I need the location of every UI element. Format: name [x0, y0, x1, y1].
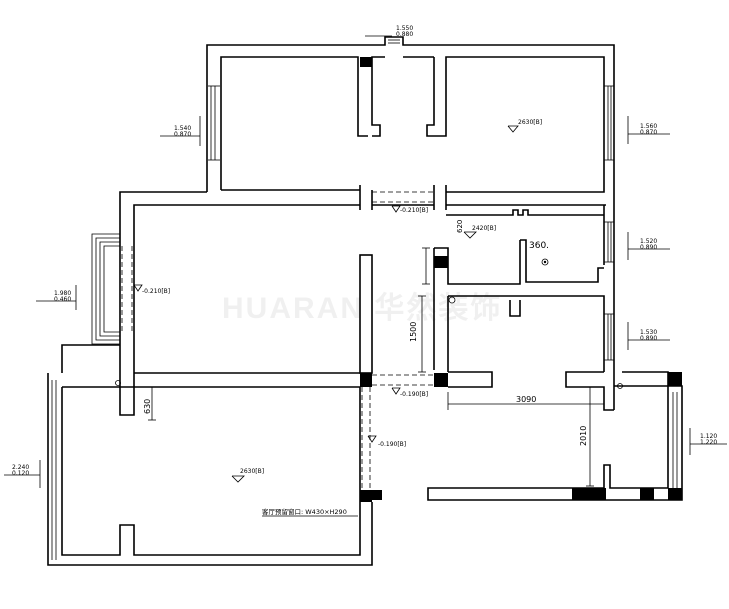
svg-text:0.120: 0.120 — [12, 470, 29, 477]
level-marker-upper-door: -0.210[B] — [391, 205, 428, 214]
ceiling-height-living: 2630[B] — [240, 468, 264, 475]
dim-d2010: 2010 — [579, 426, 588, 446]
sill-tag-kitchen: 1.520 0.890 — [627, 232, 670, 260]
sill-tag-balcony-right: 1.120 1.220 — [689, 428, 727, 455]
sill-tag-bath: 1.530 0.890 — [627, 322, 670, 350]
svg-text:1.550: 1.550 — [396, 25, 413, 32]
level-marker-lower-door: -0.190[B] — [391, 387, 428, 398]
window-marks — [51, 39, 678, 560]
floor-level-upper-door: -0.210[B] — [400, 207, 428, 214]
dim-d630: 630 — [143, 399, 152, 414]
svg-text:0.870: 0.870 — [640, 129, 657, 136]
wall-columns — [360, 57, 682, 502]
ceiling-marker-bedroom: 2630[B] — [507, 119, 542, 133]
svg-text:1.120: 1.120 — [700, 433, 717, 440]
svg-text:0.880: 0.880 — [396, 31, 413, 38]
svg-text:1.220: 1.220 — [700, 439, 717, 446]
sill-tag-top: 1.550 0.880 — [365, 25, 413, 38]
svg-text:0.870: 0.870 — [174, 131, 191, 138]
svg-text:1.980: 1.980 — [54, 290, 71, 297]
ceiling-height-kitchen: 2420[B] — [472, 225, 496, 232]
walls — [47, 36, 683, 566]
dimension-lines — [148, 247, 605, 487]
dim-d360: 360. — [529, 241, 549, 251]
dim-d1500: 1500 — [409, 322, 418, 342]
sill-tag-left-bedroom: 1.540 0.870 — [160, 116, 201, 146]
svg-text:0.890: 0.890 — [640, 335, 657, 342]
ceiling-marker-kitchen: 2420[B] — [463, 225, 496, 239]
floor-level-corridor: -0.190[B] — [378, 441, 406, 448]
ceiling-height-bedroom: 2630[B] — [518, 119, 542, 126]
floor-level-living: -0.210[B] — [142, 288, 170, 295]
sill-tag-balcony-left: 2.240 0.120 — [4, 460, 41, 488]
svg-text:1.530: 1.530 — [640, 329, 657, 336]
sill-tag-living-left: 1.980 0.460 — [36, 285, 77, 310]
svg-text:1.540: 1.540 — [174, 125, 191, 132]
sill-tag-right-bedroom: 1.560 0.870 — [627, 116, 670, 144]
svg-text:0.460: 0.460 — [54, 296, 71, 303]
level-marker-living: -0.210[B] — [133, 284, 170, 295]
level-marker-corridor: -0.190[B] — [367, 435, 406, 448]
svg-text:1.520: 1.520 — [640, 238, 657, 245]
svg-text:2.240: 2.240 — [12, 464, 29, 471]
dim-d620: 620 — [456, 220, 464, 233]
svg-text:0.890: 0.890 — [640, 244, 657, 251]
opening-note: 客厅预留窗口: W430×H290 — [262, 507, 347, 516]
dim-d3090: 3090 — [516, 395, 536, 404]
svg-text:1.560: 1.560 — [640, 123, 657, 130]
living-window-left — [91, 233, 120, 345]
ceiling-marker-living: 2630[B] — [231, 468, 264, 483]
floor-level-lower-door: -0.190[B] — [400, 391, 428, 398]
